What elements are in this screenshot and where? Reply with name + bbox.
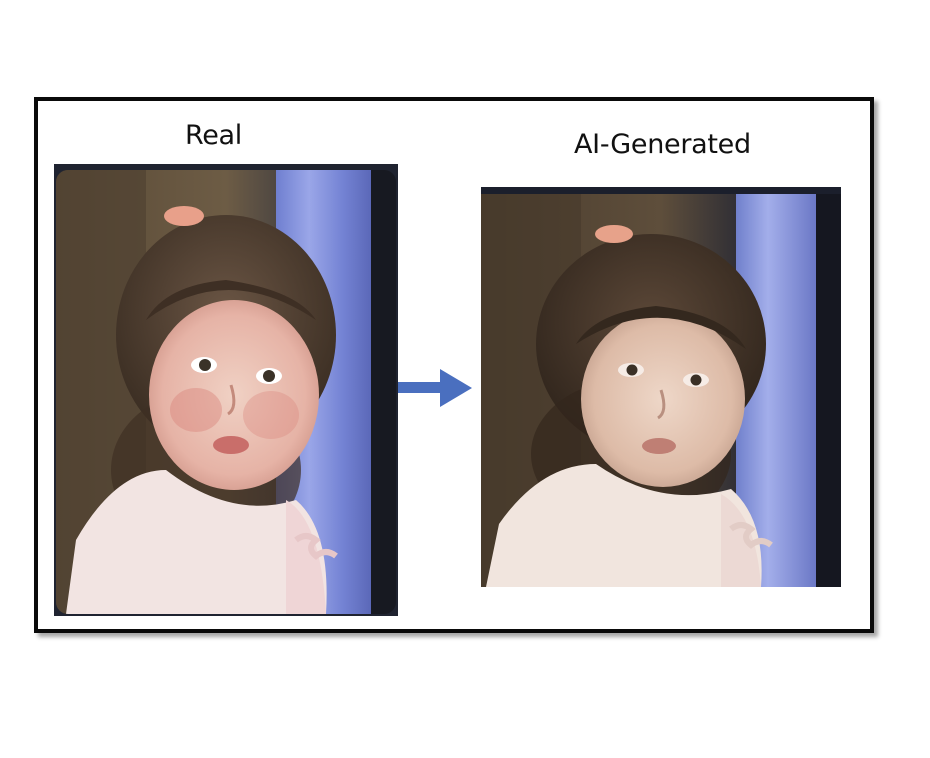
real-photo-illustration xyxy=(56,170,396,614)
real-photo xyxy=(54,164,398,616)
right-arrow-icon xyxy=(398,369,472,407)
real-label: Real xyxy=(185,120,243,151)
ai-generated-photo xyxy=(481,187,841,587)
ai-photo-illustration xyxy=(481,194,841,587)
ai-generated-label: AI-Generated xyxy=(574,129,751,160)
